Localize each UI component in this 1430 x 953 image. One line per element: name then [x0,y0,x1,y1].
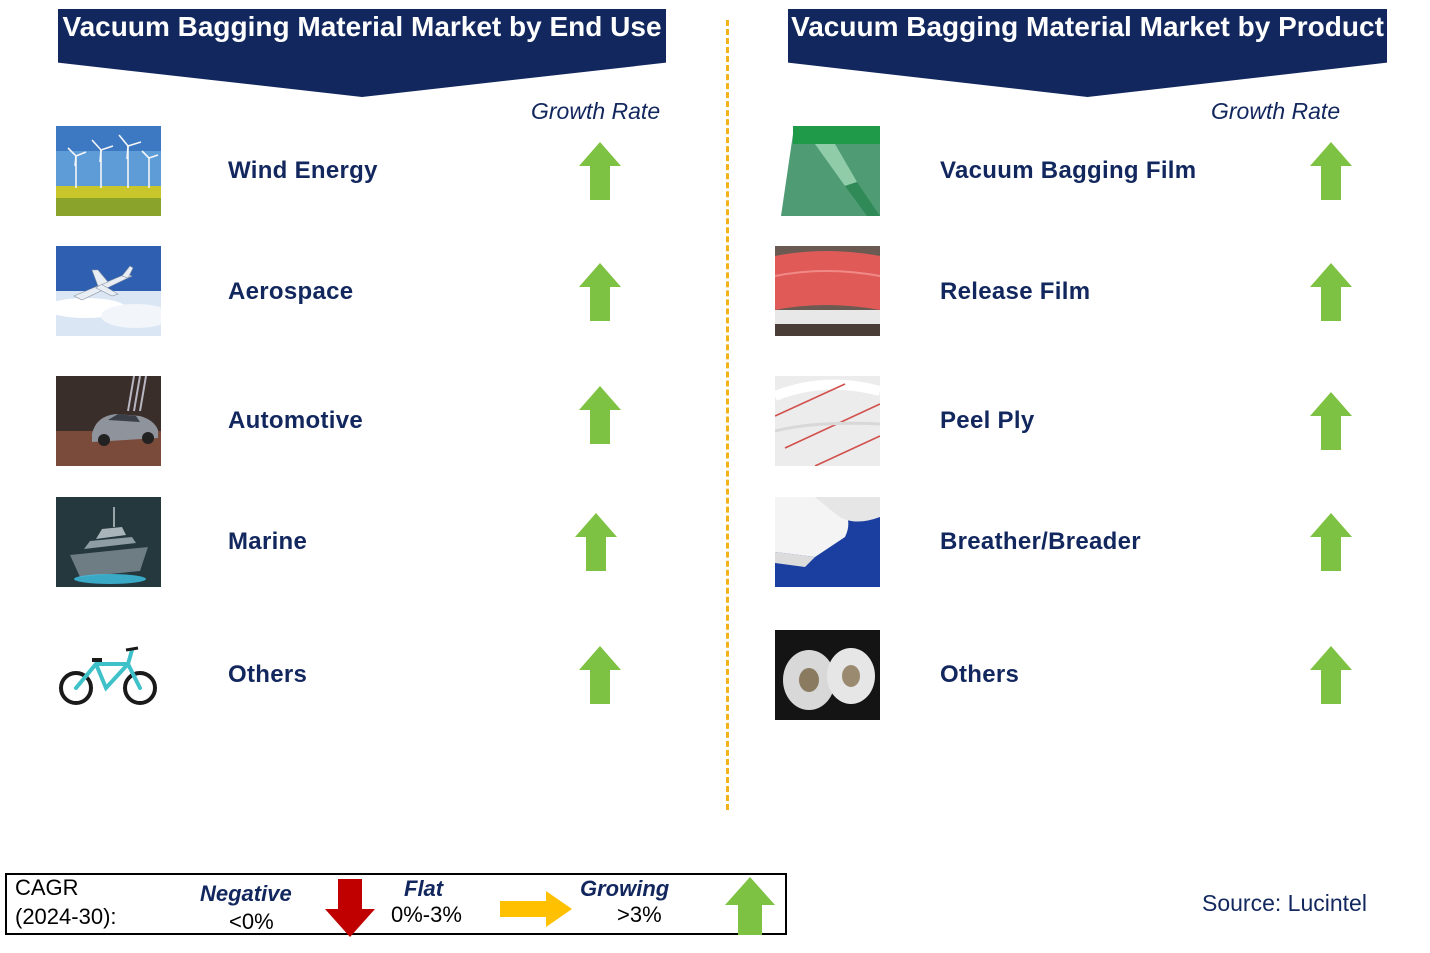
section-divider [726,20,729,810]
legend-title-line2: (2024-30): [15,904,117,929]
legend-growing-label: Growing [580,876,670,901]
growing-arrow-icon [1310,646,1352,704]
peel-ply-fabric-image [775,376,880,466]
car-image [56,376,161,466]
end-use-row-label: Aerospace [228,278,354,305]
cagr-legend: CAGR (2024-30): Negative <0% Flat 0%-3% … [5,873,787,937]
growing-arrow-icon [1310,513,1352,571]
legend-growing-range: >3% [617,902,662,927]
growing-arrow-icon [579,263,621,321]
end-use-title: Vacuum Bagging Material Market by End Us… [62,11,662,42]
product-row-label: Release Film [940,278,1091,305]
product-title-banner: Vacuum Bagging Material Market by Produc… [788,9,1387,97]
wind-turbines-image [56,126,161,216]
green-film-roll-image [775,126,880,216]
growing-arrow-icon [1310,392,1352,450]
growing-arrow-icon [725,877,775,935]
product-row-label: Vacuum Bagging Film [940,157,1197,184]
growing-arrow-icon [579,142,621,200]
yacht-image [56,497,161,587]
flat-arrow-icon [500,891,572,927]
product-title: Vacuum Bagging Material Market by Produc… [791,11,1384,42]
growing-arrow-icon [579,386,621,444]
growing-arrow-icon [579,646,621,704]
legend-title-line1: CAGR [15,875,79,900]
legend-flat-range: 0%-3% [391,902,462,927]
end-use-row-label: Marine [228,528,308,555]
tape-rolls-image [775,630,880,720]
product-row-label: Others [940,661,1020,688]
product-row-label: Peel Ply [940,407,1035,434]
legend-flat-label: Flat [404,876,444,901]
negative-arrow-icon [325,879,375,937]
growing-arrow-icon [1310,142,1352,200]
airplane-image [56,246,161,336]
end-use-row-label: Wind Energy [228,157,378,184]
legend-negative-label: Negative [200,881,292,906]
breather-felt-image [775,497,880,587]
legend-negative-range: <0% [229,909,274,934]
product-growth-rate-header: Growth Rate [1211,98,1341,124]
product-row-label: Breather/Breader [940,528,1141,555]
red-film-roll-image [775,246,880,336]
end-use-row-label: Automotive [228,407,363,434]
end-use-growth-rate-header: Growth Rate [531,98,661,124]
end-use-row-label: Others [228,661,308,688]
growing-arrow-icon [1310,263,1352,321]
source-credit: Source: Lucintel [1202,890,1367,916]
bicycle-image [56,630,161,720]
end-use-title-banner: Vacuum Bagging Material Market by End Us… [58,9,666,97]
growing-arrow-icon [575,513,617,571]
